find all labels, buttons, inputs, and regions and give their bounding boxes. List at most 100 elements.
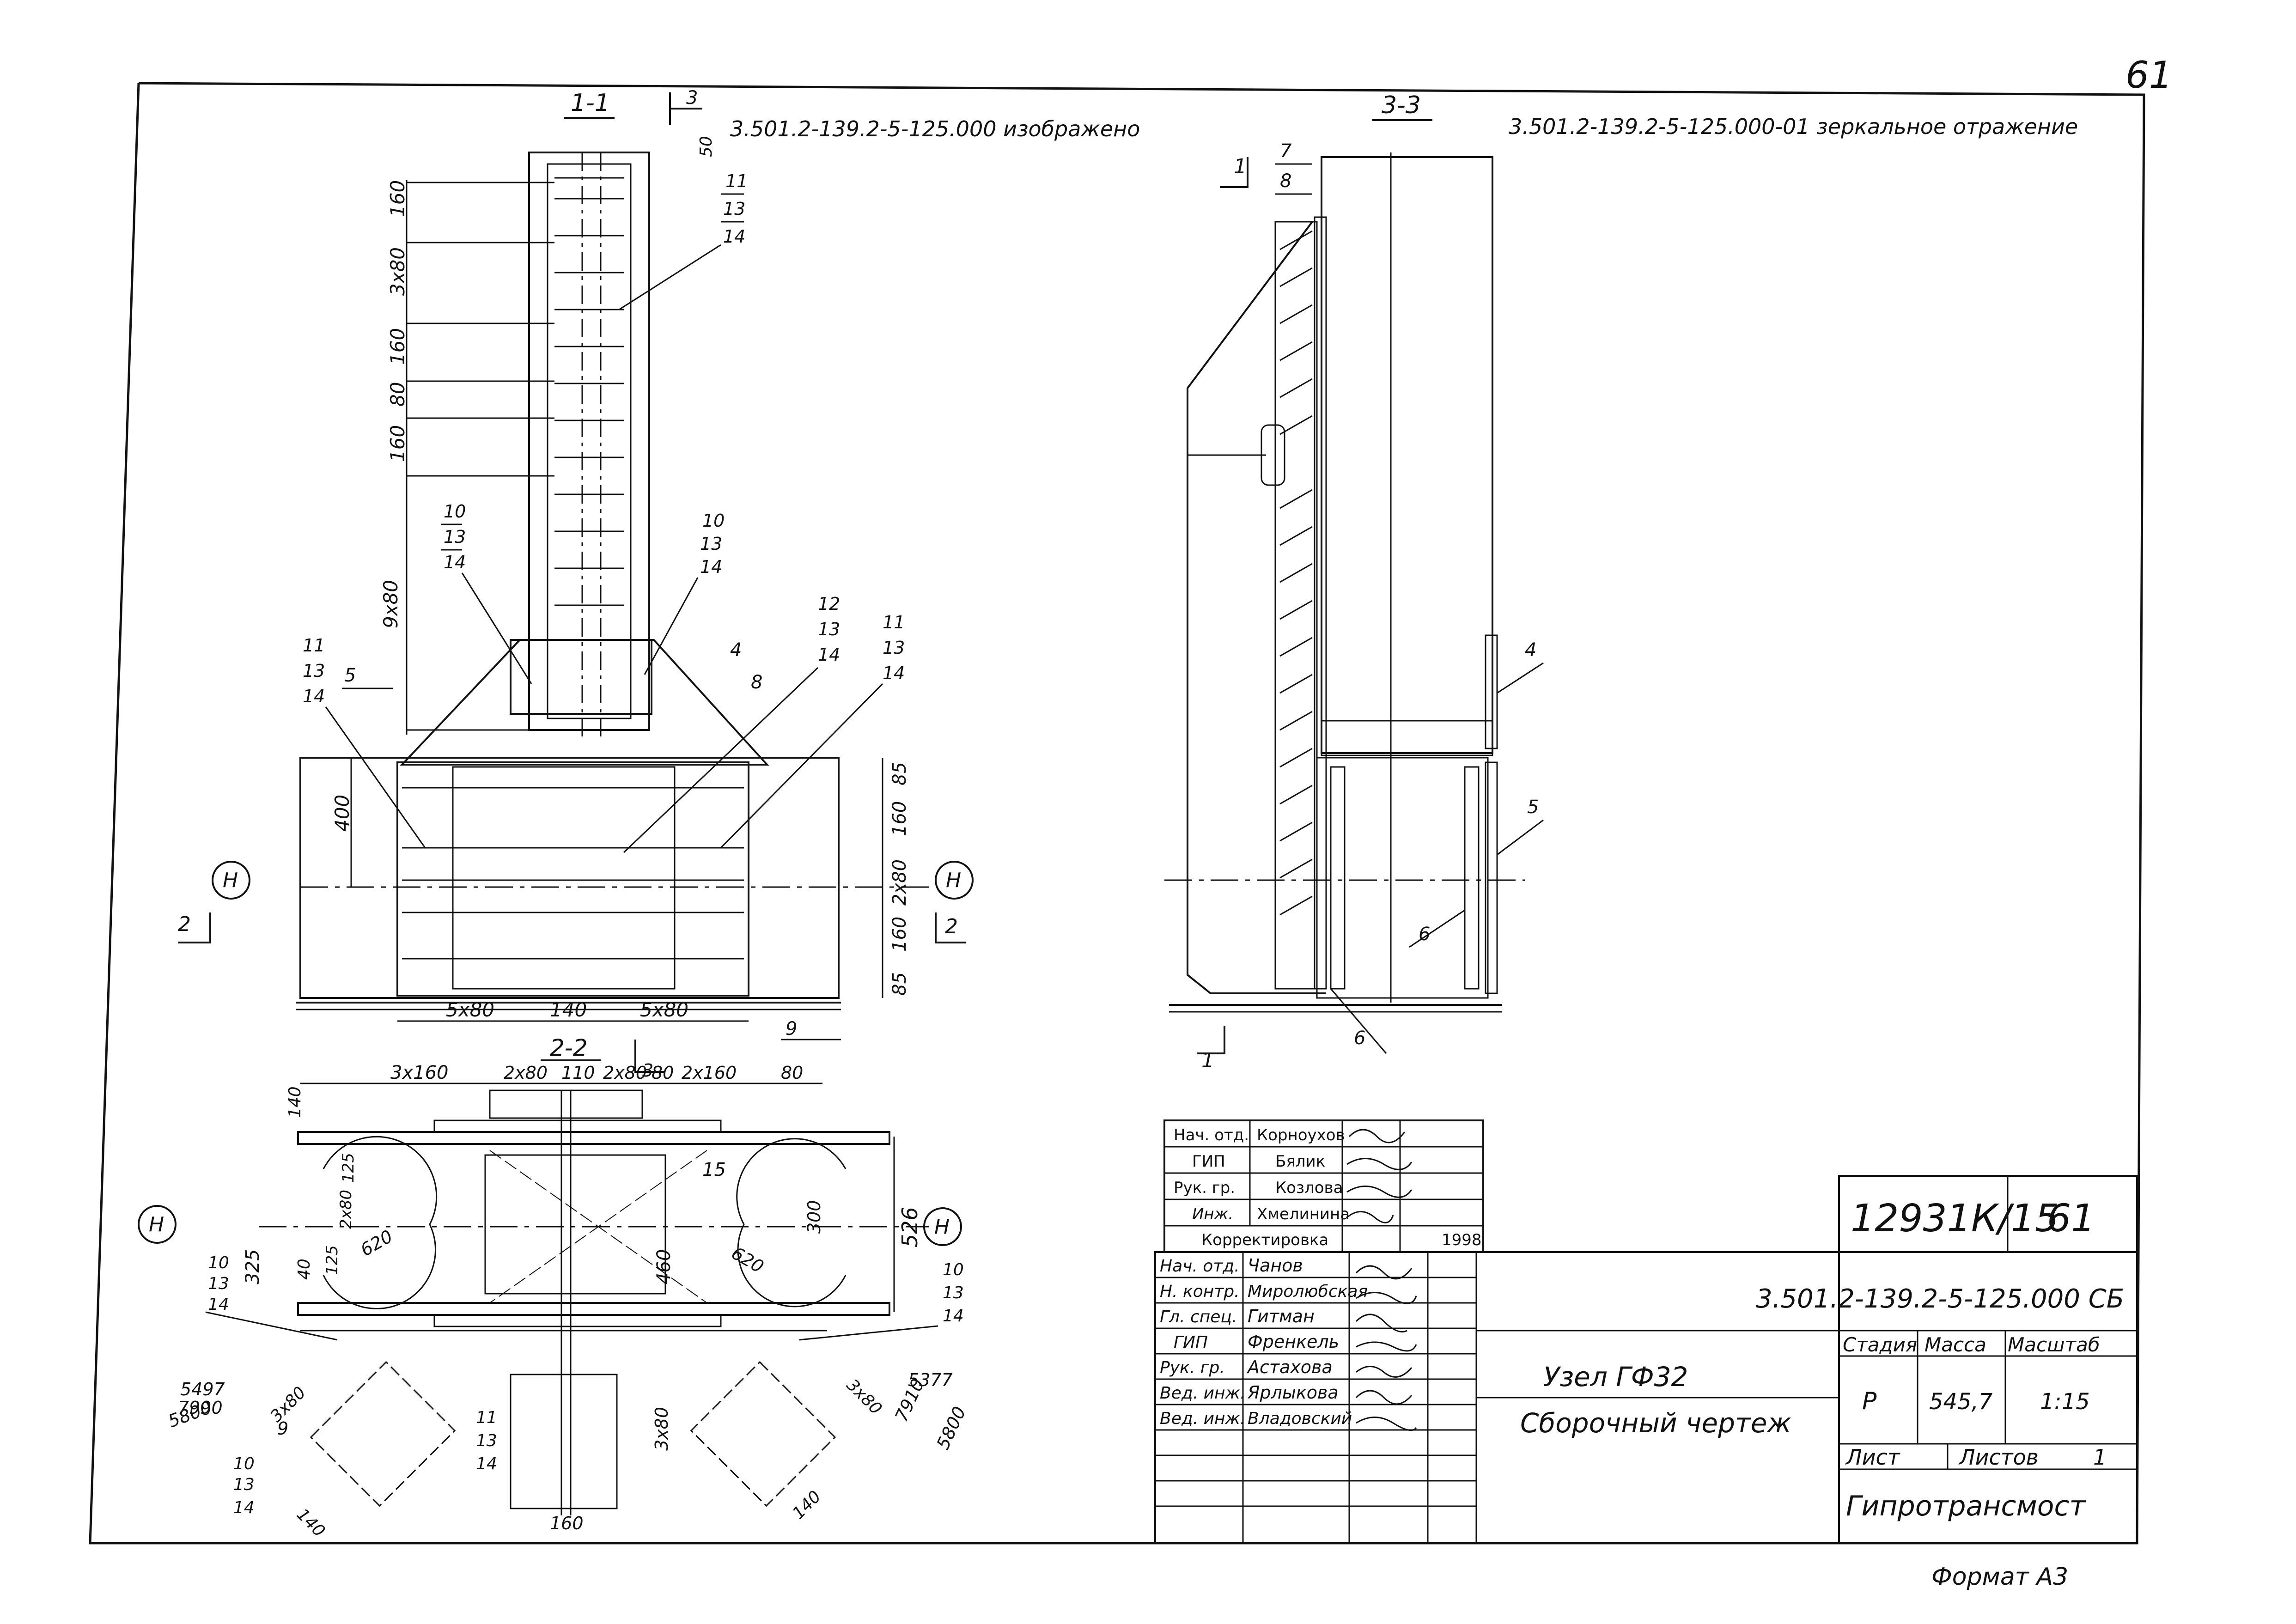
svg-text:14: 14 — [444, 552, 466, 572]
dim-22-140-right: 140 — [789, 1487, 825, 1523]
callout-11-13-14-left: 11 13 14 — [303, 635, 426, 848]
mark-8-33: 8 — [1280, 170, 1291, 192]
approval-name-0: Корноухов — [1257, 1126, 1345, 1144]
tb-role-6: Вед. инж. — [1160, 1409, 1245, 1428]
svg-text:14: 14 — [476, 1454, 497, 1473]
cut-marker-2-left: 2 — [178, 912, 191, 936]
dim-22-125b: 125 — [339, 1153, 358, 1183]
svg-text:14: 14 — [818, 645, 840, 665]
dim-11-3x80: 3x80 — [386, 247, 409, 296]
mark-9: 9 — [786, 1018, 797, 1040]
cut-marker-1-bottom: 1 — [1201, 1049, 1214, 1072]
svg-text:13: 13 — [476, 1431, 497, 1450]
svg-text:14: 14 — [883, 663, 905, 683]
svg-text:13: 13 — [233, 1475, 255, 1494]
dim-22-620a: 620 — [357, 1226, 396, 1260]
dim-22-325: 325 — [242, 1249, 263, 1284]
dim-11-2x80: 2x80 — [889, 859, 910, 906]
svg-text:5497: 5497 — [180, 1379, 225, 1399]
svg-text:13: 13 — [943, 1283, 964, 1302]
tb-role-5: Вед. инж. — [1160, 1384, 1245, 1403]
tb-scale: 1:15 — [2040, 1389, 2090, 1415]
dim-22-110: 110 — [561, 1063, 595, 1083]
svg-text:10: 10 — [943, 1260, 964, 1279]
approval-name-3: Хмелинина — [1257, 1205, 1350, 1223]
svg-text:13: 13 — [303, 661, 325, 681]
dim-11-85a: 85 — [889, 762, 910, 785]
dim-11-160a: 160 — [386, 180, 409, 217]
mark-4: 4 — [730, 639, 742, 661]
svg-text:7910: 7910 — [891, 1376, 928, 1425]
svg-text:10: 10 — [208, 1253, 229, 1272]
tb-sheets-label: Листов — [1958, 1445, 2039, 1470]
tb-scale-label: Масштаб — [2008, 1333, 2100, 1356]
approval-year: 1998 — [1442, 1231, 1482, 1249]
fraction-left: 5497 5800 7990 — [165, 1379, 225, 1431]
cut-marker-1-top: 1 — [1234, 155, 1247, 178]
section-1-1-note: 3.501.2-139.2-5-125.000 изображено — [730, 116, 1140, 141]
tb-role-0: Нач. отд. — [1160, 1257, 1240, 1276]
dim-22-2x80a: 2x80 — [504, 1063, 548, 1083]
svg-text:14: 14 — [723, 226, 745, 247]
dim-22-3x80-right: 3x80 — [843, 1375, 886, 1418]
svg-text:5377: 5377 — [908, 1370, 953, 1390]
approval-table: Нач. отд. Корноухов ГИП Бялик Рук. гр. К… — [1163, 1119, 1484, 1253]
tb-title-line2: Сборочный чертеж — [1520, 1407, 1791, 1439]
callout-11-13-14-top: 11 13 14 — [619, 171, 748, 310]
tb-stage-label: Стадия — [1843, 1333, 1917, 1356]
dim-11-160c: 160 — [386, 425, 409, 462]
dim-22-140: 140 — [286, 1086, 305, 1118]
tb-doc-code: 3.501.2-139.2-5-125.000 СБ — [1756, 1284, 2124, 1314]
format-label: Формат А3 — [1931, 1563, 2068, 1591]
dim-11-50: 50 — [697, 136, 716, 157]
dim-11-9x80: 9x80 — [379, 580, 402, 628]
section-3-3-note: 3.501.2-139.2-5-125.000-01 зеркальное от… — [1509, 114, 2078, 139]
callout-10-13-14-22-right: 10 13 14 — [799, 1260, 964, 1341]
axis-h-right-1: Н — [946, 869, 961, 892]
mark-6-33-bottom: 6 — [1354, 1028, 1365, 1049]
dim-22-3x160: 3x160 — [390, 1062, 448, 1083]
bolt-grid-column — [554, 177, 624, 606]
tb-sheet-no: 61 — [2047, 1197, 2095, 1241]
dim-22-2x160: 2x160 — [682, 1063, 737, 1083]
tb-name-6: Владовский — [1248, 1409, 1352, 1428]
tb-stage: Р — [1862, 1387, 1877, 1415]
mark-9-22: 9 — [277, 1418, 288, 1439]
tb-sheet-label: Лист — [1845, 1445, 1900, 1470]
dim-22-160-bottom: 160 — [550, 1513, 584, 1533]
tb-role-3: ГИП — [1174, 1333, 1208, 1352]
mark-15: 15 — [702, 1159, 726, 1180]
svg-text:13: 13 — [883, 638, 905, 658]
svg-text:11: 11 — [883, 612, 905, 633]
tb-name-3: Френкель — [1248, 1332, 1339, 1352]
dim-22-2x80: 2x80 — [337, 1190, 355, 1229]
svg-text:14: 14 — [233, 1498, 255, 1517]
dim-22-300: 300 — [804, 1200, 824, 1234]
dim-11-160b: 160 — [386, 328, 409, 365]
dim-22-3x80-center: 3x80 — [652, 1407, 672, 1451]
dim-22-40: 40 — [295, 1259, 314, 1280]
bolt-grid-base — [402, 787, 744, 960]
svg-text:14: 14 — [303, 686, 325, 706]
tb-archive-no: 12931К/15 — [1851, 1197, 2059, 1241]
section-2-2-cut-marker: 3 — [642, 1060, 653, 1081]
tb-role-1: Н. контр. — [1160, 1282, 1240, 1301]
tb-role-4: Рук. гр. — [1160, 1358, 1225, 1377]
dim-11-400: 400 — [331, 795, 353, 832]
svg-text:13: 13 — [723, 199, 745, 219]
dim-11-140: 140 — [550, 998, 587, 1021]
approval-role-1: ГИП — [1192, 1152, 1225, 1171]
title-block: Нач. отд. Чанов Н. контр. Миролюбская Гл… — [1154, 1175, 2138, 1544]
cut-marker-2-right: 2 — [945, 915, 958, 938]
dim-22-80b: 80 — [781, 1063, 803, 1083]
dim-22-80a: 80 — [652, 1063, 674, 1083]
axis-h-right-2: Н — [934, 1215, 950, 1239]
mark-5: 5 — [344, 665, 356, 686]
svg-text:11: 11 — [725, 171, 748, 191]
svg-text:5800: 5800 — [932, 1404, 970, 1453]
dim-11-160e: 160 — [889, 917, 910, 952]
svg-text:14: 14 — [208, 1295, 229, 1314]
dim-22-526: 526 — [897, 1207, 922, 1247]
mark-4-33: 4 — [1525, 639, 1536, 661]
